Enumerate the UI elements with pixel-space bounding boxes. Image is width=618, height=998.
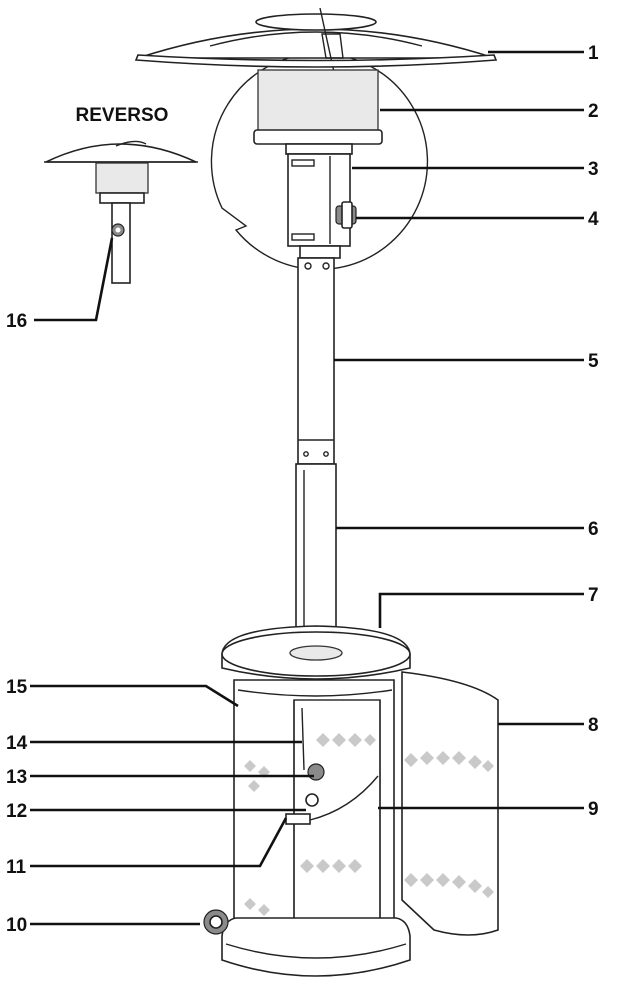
base (203, 909, 411, 977)
housing-door (401, 671, 499, 936)
leader-lines (30, 50, 584, 926)
callout-16: 16 (6, 311, 27, 332)
callout-5: 5 (588, 351, 599, 372)
burner-screen (253, 69, 383, 155)
reflector (134, 7, 498, 73)
control-housing (287, 153, 357, 259)
callout-15: 15 (6, 677, 28, 698)
reverse-view-inset: REVERSO (44, 52, 429, 284)
callout-10: 10 (6, 915, 27, 936)
callout-8: 8 (588, 715, 599, 736)
table-top (221, 625, 411, 680)
callout-7: 7 (588, 585, 599, 606)
inset-title: REVERSO (76, 105, 169, 126)
tank-housing (229, 679, 403, 947)
callout-1: 1 (588, 43, 599, 64)
callout-11: 11 (6, 857, 27, 878)
callout-2: 2 (588, 101, 599, 122)
door-pattern (404, 751, 494, 898)
callout-4: 4 (588, 209, 599, 230)
callout-13: 13 (6, 767, 27, 788)
callout-14: 14 (6, 733, 28, 754)
callout-9: 9 (588, 799, 599, 820)
housing-pattern (244, 733, 376, 916)
callout-6: 6 (588, 519, 599, 540)
callout-12: 12 (6, 801, 27, 822)
upper-pole (297, 257, 335, 465)
callout-3: 3 (588, 159, 599, 180)
callout-numbers: 1 2 3 4 5 6 7 8 9 10 11 12 13 14 15 16 (6, 43, 599, 936)
